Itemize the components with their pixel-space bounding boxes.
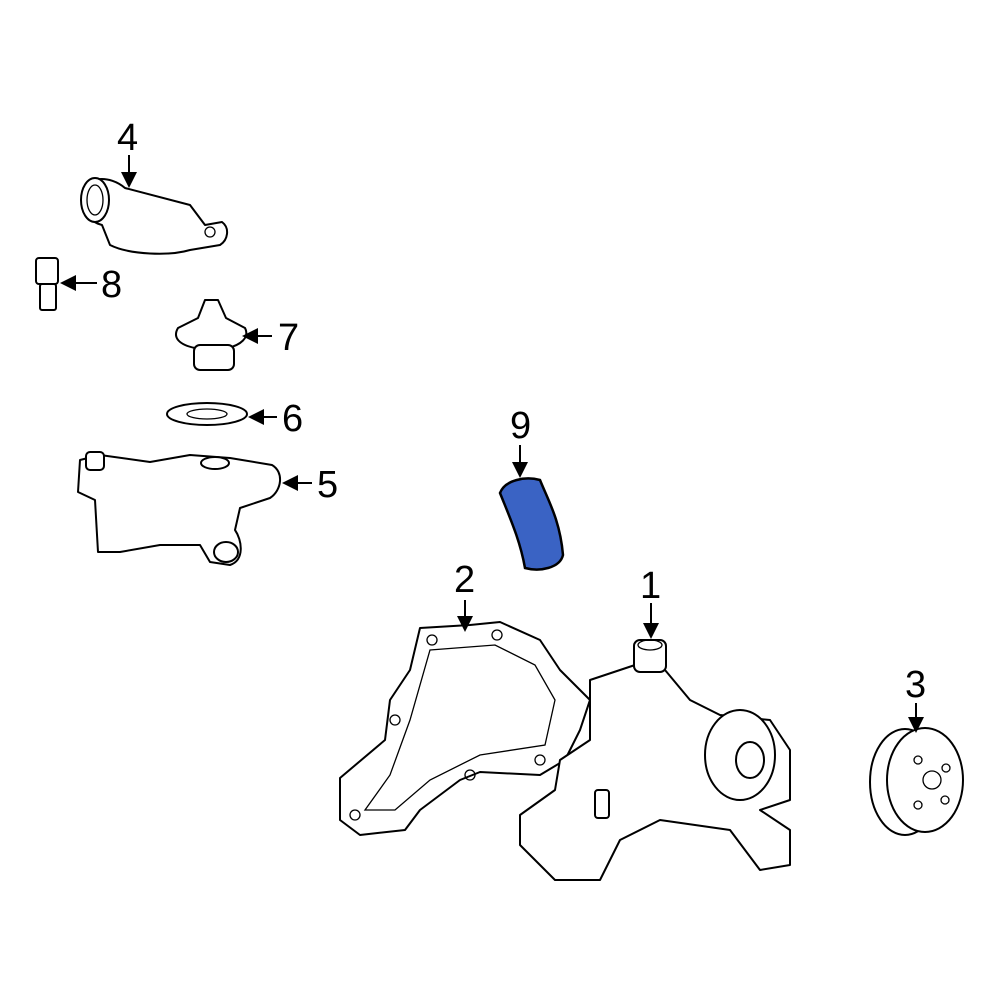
callout-6: 6	[282, 398, 303, 440]
part-6-gasket[interactable]	[166, 402, 248, 426]
callout-7: 7	[278, 317, 299, 359]
part-4-outlet-housing[interactable]	[80, 177, 228, 255]
part-5-thermostat-housing[interactable]	[77, 451, 281, 566]
callout-1: 1	[640, 565, 661, 607]
callout-4: 4	[117, 117, 138, 159]
callout-9: 9	[510, 405, 531, 447]
callout-8: 8	[101, 264, 122, 306]
part-9-hose[interactable]	[498, 477, 565, 571]
part-2-pump-gasket[interactable]	[339, 621, 591, 836]
part-7-thermostat[interactable]	[175, 299, 248, 371]
part-3-pulley[interactable]	[869, 727, 964, 836]
part-1-water-pump[interactable]	[519, 639, 791, 881]
callout-2: 2	[454, 559, 475, 601]
callout-3: 3	[905, 664, 926, 706]
part-8-sensor[interactable]	[35, 257, 59, 311]
callout-5: 5	[317, 464, 338, 506]
